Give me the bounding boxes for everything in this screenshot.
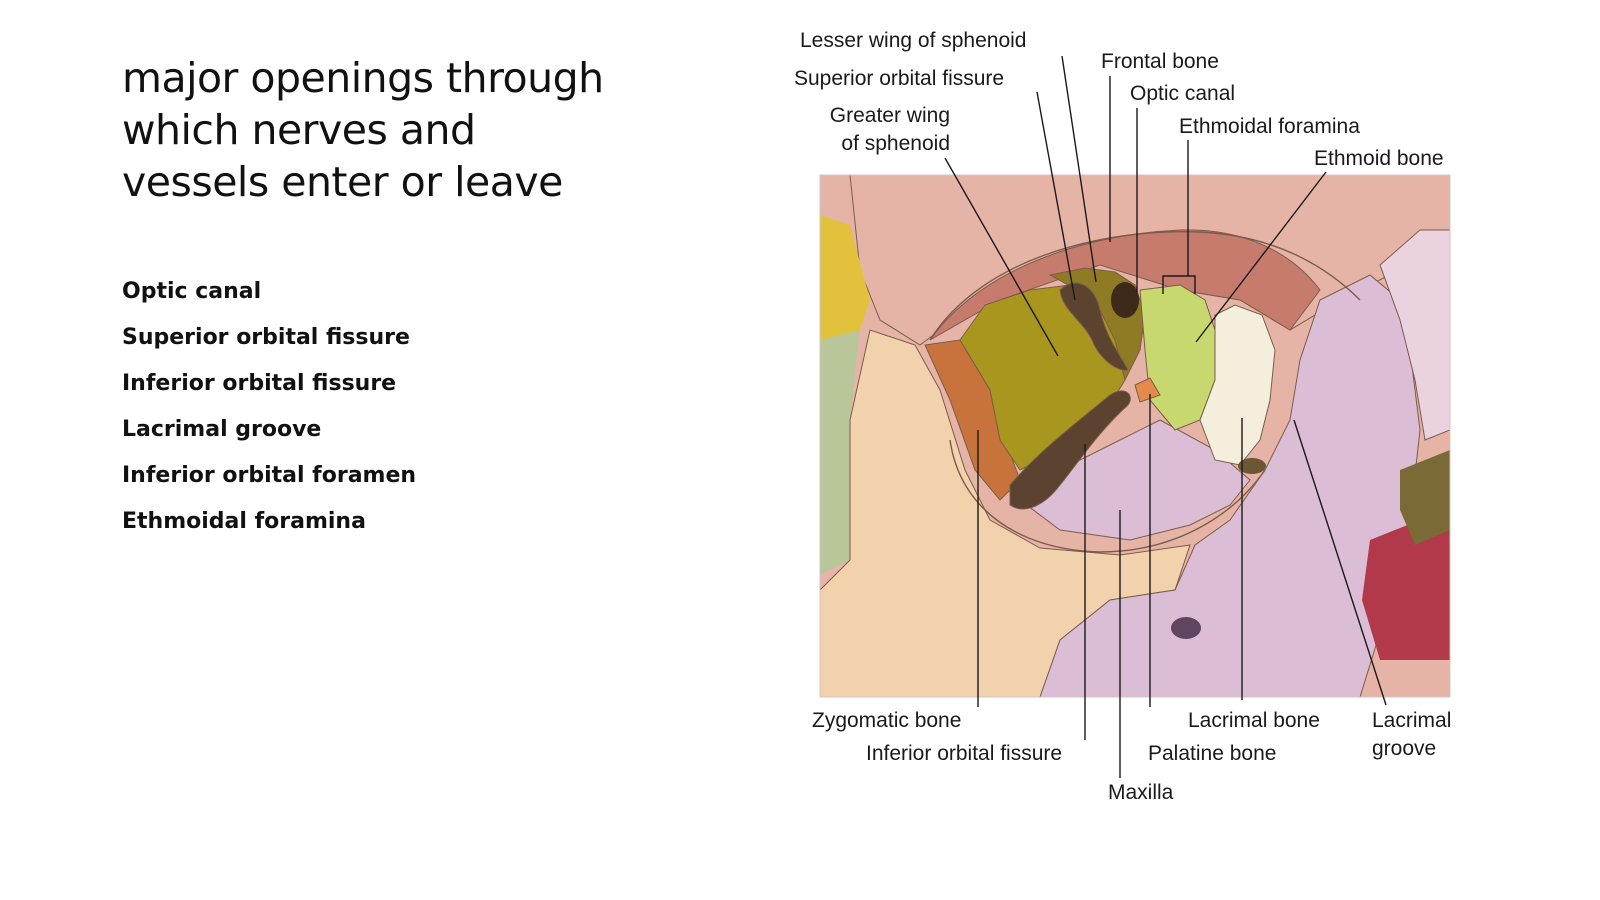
left-edge-bone xyxy=(820,215,870,340)
label-lacrimal-groove-line1: Lacrimal xyxy=(1372,709,1451,732)
list-item-ethmoidal-foramina: Ethmoidal foramina xyxy=(122,509,366,534)
list-item-lacrimal-groove: Lacrimal groove xyxy=(122,417,322,442)
orbital-rim-line xyxy=(929,230,1361,341)
title-line: which nerves and xyxy=(122,106,476,154)
orbital-rim-lower-line xyxy=(949,439,1266,553)
label-frontal-bone: Frontal bone xyxy=(1101,50,1219,73)
list-item-optic-canal: Optic canal xyxy=(122,279,262,304)
orbit-illustration xyxy=(820,175,1450,697)
label-ethmoid-bone: Ethmoid bone xyxy=(1314,147,1444,170)
label-palatine-bone: Palatine bone xyxy=(1148,742,1276,765)
list-item-superior-orbital-fissure: Superior orbital fissure xyxy=(122,325,410,350)
nasal-region xyxy=(1379,229,1450,441)
slide-title: major openings through which nerves and … xyxy=(122,52,642,208)
title-line: vessels enter or leave xyxy=(122,158,563,206)
leader-lesser-wing xyxy=(1061,55,1097,283)
palatine-bone-region xyxy=(1134,377,1161,403)
lacrimal-fossa-shape xyxy=(1238,458,1266,474)
superior-orbital-fissure-shape xyxy=(1059,282,1129,371)
label-superior-orbital-fissure: Superior orbital fissure xyxy=(794,67,1004,90)
inferior-orbital-fissure-shape xyxy=(1009,390,1131,510)
label-inferior-orbital-fissure: Inferior orbital fissure xyxy=(866,742,1062,765)
leader-superior-orbital-fissure xyxy=(1036,91,1076,301)
inferior-orbital-foramen-shape xyxy=(1171,617,1201,639)
label-lacrimal-bone: Lacrimal bone xyxy=(1188,709,1320,732)
label-greater-wing-line2: of sphenoid xyxy=(841,132,950,155)
ethmoidal-foramina-bracket xyxy=(1162,275,1196,294)
orbit-roof-region xyxy=(929,229,1321,341)
diagram-labels: Lesser wing of sphenoid Superior orbital… xyxy=(794,29,1451,804)
title-line: major openings through xyxy=(122,54,604,102)
label-lesser-wing: Lesser wing of sphenoid xyxy=(800,29,1026,52)
right-lower-dark-region xyxy=(1362,520,1450,660)
optic-canal-shape xyxy=(1111,282,1139,318)
list-item-inferior-orbital-fissure: Inferior orbital fissure xyxy=(122,371,397,396)
illustration-frame xyxy=(819,174,1451,698)
leader-lines xyxy=(944,55,1387,778)
openings-list: Optic canal Superior orbital fissure Inf… xyxy=(122,272,416,548)
orbit-floor xyxy=(1019,419,1251,541)
label-maxilla: Maxilla xyxy=(1108,781,1174,804)
label-optic-canal: Optic canal xyxy=(1130,82,1235,105)
label-lacrimal-groove-line2: groove xyxy=(1372,737,1436,760)
leader-greater-wing xyxy=(944,157,1059,357)
label-ethmoidal-foramina: Ethmoidal foramina xyxy=(1179,115,1360,138)
lacrimal-bone-region xyxy=(1199,304,1276,466)
label-zygomatic-bone: Zygomatic bone xyxy=(812,709,961,732)
list-item-inferior-orbital-foramen: Inferior orbital foramen xyxy=(122,463,417,488)
leader-ethmoid-bone xyxy=(1195,171,1327,343)
label-greater-wing-line1: Greater wing xyxy=(830,104,950,127)
right-lower-olive-region xyxy=(1400,450,1450,545)
leader-lacrimal-groove xyxy=(1293,419,1387,706)
